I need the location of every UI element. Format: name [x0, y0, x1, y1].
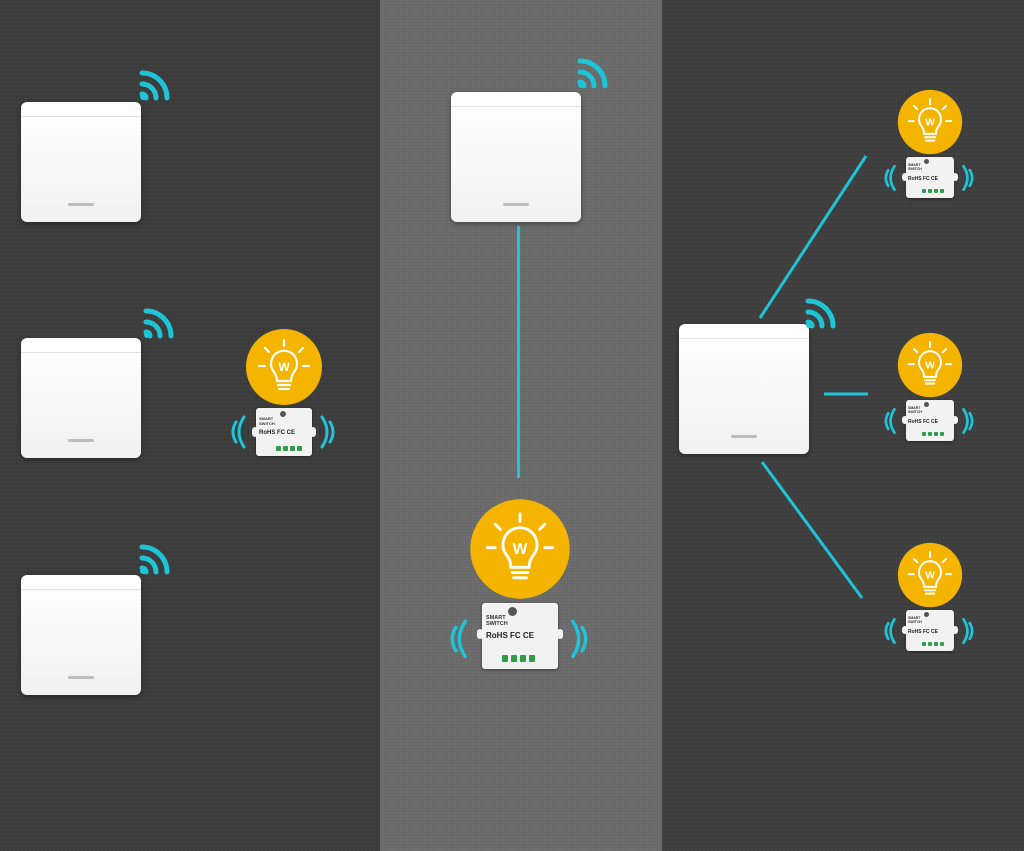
receiver-module: SMART SWITCH RoHS FC CE: [902, 157, 958, 198]
signal-arcs-icon: [231, 415, 246, 449]
bulb-letter: W: [925, 570, 935, 581]
signal-arcs-icon: [884, 164, 896, 192]
wifi-signal-icon: [577, 58, 608, 89]
light-bulb-icon: W: [897, 542, 963, 608]
wall-switch: [21, 338, 141, 458]
light-bulb-icon: W: [897, 332, 963, 398]
module-brand: SMART SWITCH: [908, 406, 922, 414]
module-brand: SMART SWITCH: [908, 616, 922, 624]
signal-arcs-icon: [320, 415, 335, 449]
signal-arcs-icon: [884, 617, 896, 645]
light-bulb-icon: W: [897, 89, 963, 155]
receiver-module: SMART SWITCH RoHS FC CE: [477, 603, 563, 669]
bulb-letter: W: [278, 360, 290, 374]
receiver-module: SMART SWITCH RoHS FC CE: [902, 400, 958, 441]
connection-lines: [758, 155, 868, 599]
module-cert: RoHS FC CE: [908, 419, 938, 425]
module-brand: SMART SWITCH: [486, 615, 508, 627]
wall-switch: [21, 102, 141, 222]
module-cert: RoHS FC CE: [908, 629, 938, 635]
bulb-letter: W: [925, 360, 935, 371]
signal-arcs-icon: [962, 617, 974, 645]
signal-arcs-icon: [571, 619, 588, 659]
wall-switch: [451, 92, 581, 222]
wifi-signal-icon: [805, 298, 836, 329]
bulb-letter: W: [513, 541, 528, 558]
module-cert: RoHS FC CE: [486, 631, 534, 640]
connection-line: [517, 226, 520, 478]
module-brand: SMART SWITCH: [908, 163, 922, 171]
light-bulb-icon: W: [470, 499, 570, 599]
connection-line: [758, 155, 868, 319]
wifi-signal-icon: [139, 70, 170, 101]
signal-arcs-icon: [450, 619, 467, 659]
wifi-signal-icon: [143, 308, 174, 339]
receiver-module: SMART SWITCH RoHS FC CE: [902, 610, 958, 651]
signal-arcs-icon: [962, 164, 974, 192]
connection-line: [760, 461, 864, 599]
module-cert: RoHS FC CE: [908, 176, 938, 182]
wall-switch: [21, 575, 141, 695]
module-brand: SMART SWITCH: [259, 416, 275, 426]
signal-arcs-icon: [884, 407, 896, 435]
module-cert: RoHS FC CE: [259, 430, 295, 436]
signal-arcs-icon: [962, 407, 974, 435]
receiver-module: SMART SWITCH RoHS FC CE: [252, 408, 316, 456]
wall-switch: [679, 324, 809, 454]
bulb-letter: W: [925, 117, 935, 128]
light-bulb-icon: W: [246, 329, 322, 405]
wifi-signal-icon: [139, 544, 170, 575]
